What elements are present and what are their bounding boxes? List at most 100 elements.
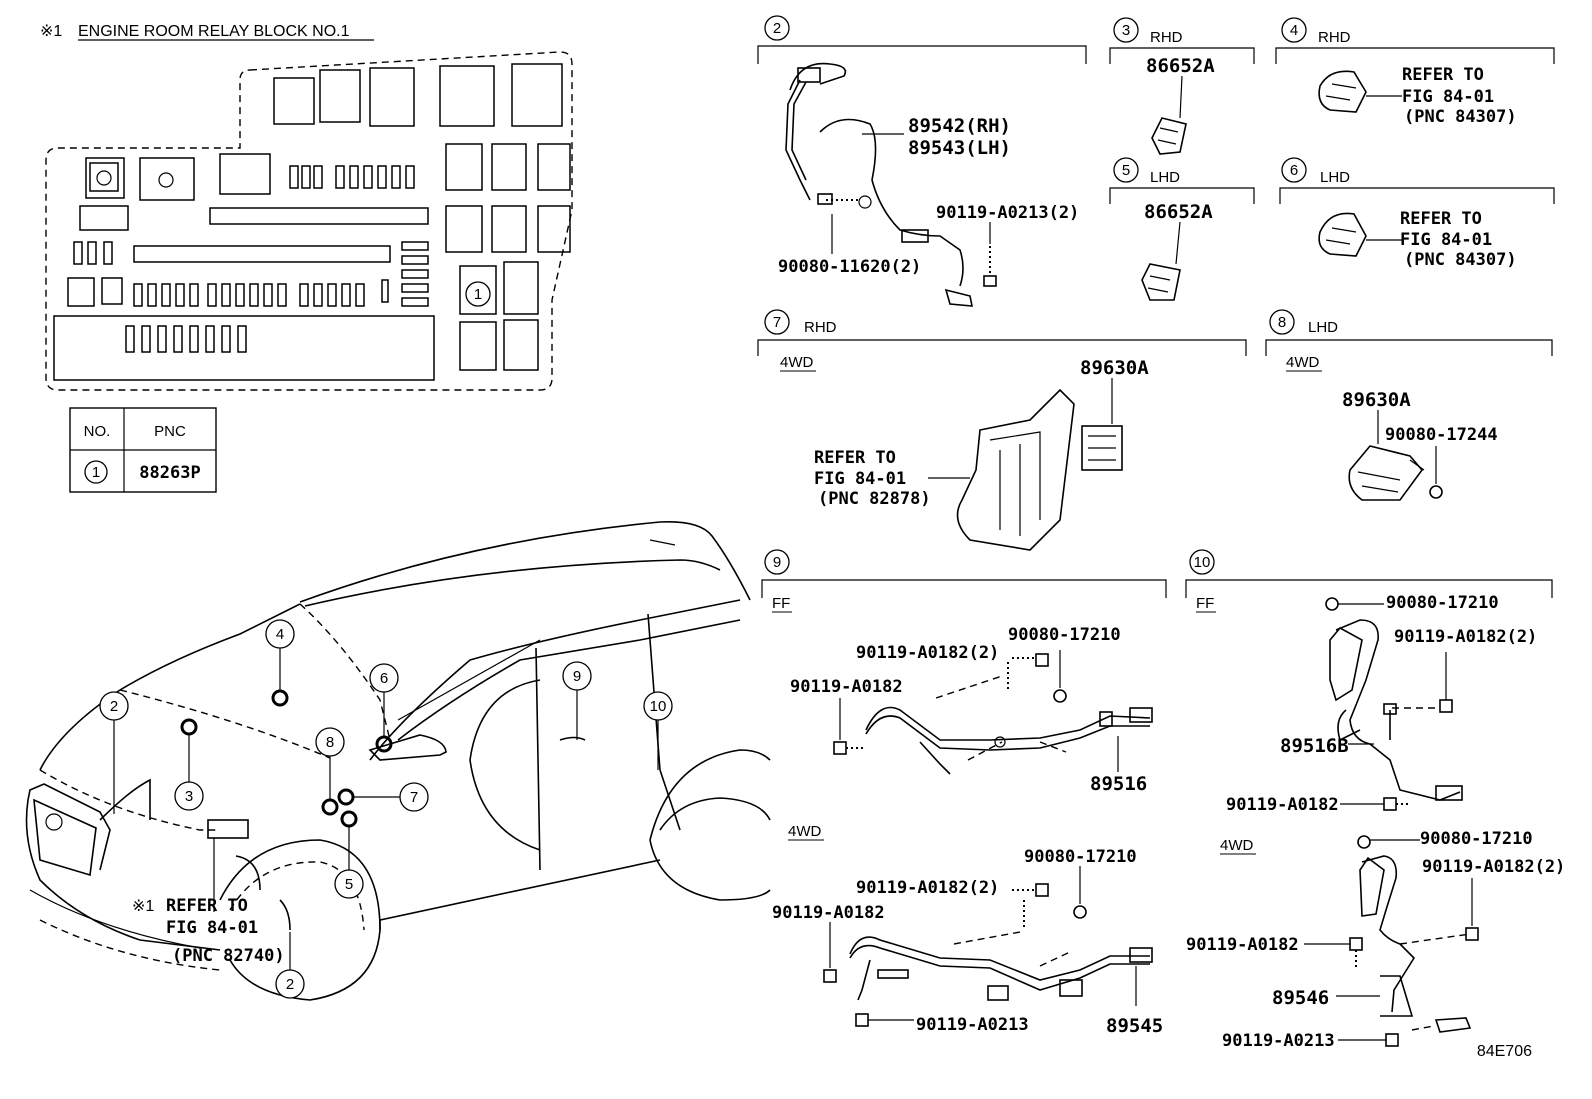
s10-ff-drive: FF [1196,595,1214,612]
section-4: 4 RHD REFER TO FIG 84-01 (PNC 84307) [1275,17,1555,127]
car-callout-7 [399,782,429,812]
s9-4wd-bolt2: 90119-A0182(2) [856,878,999,898]
s6-line1: REFER TO [1400,209,1482,229]
figure-id: 84E706 [1477,1043,1532,1060]
section-4-number: 4 [1290,22,1298,39]
relay-block-marker: ※1 [40,23,62,40]
s10-4wd-bolt2: 90119-A0182(2) [1422,857,1565,877]
s9-ff-drive: FF [772,595,790,612]
relay-block-title: ENGINE ROOM RELAY BLOCK NO.1 [78,23,350,40]
car-callout-2 [99,691,129,721]
s7-line2: FIG 84-01 [814,469,906,489]
relay-block-callout-1 [465,281,491,307]
s4-line2: FIG 84-01 [1402,87,1494,107]
s6-line3: (PNC 84307) [1404,250,1517,270]
car-callout-10-label: 10 [650,698,667,715]
section-8-drive: 4WD [1286,354,1320,371]
section-9-number: 9 [773,554,781,571]
car-callout-3-label: 3 [185,788,193,805]
s9-4wd-drive: 4WD [788,823,822,840]
s9-4wd-nut: 90080-17210 [1024,847,1137,867]
s6-line2: FIG 84-01 [1400,230,1492,250]
s7-part: 89630A [1080,357,1149,379]
car-callout-7-label: 7 [410,789,418,806]
car-callout-6-label: 6 [380,670,388,687]
s10-4wd-bolt1: 90119-A0182 [1186,935,1299,955]
table-header-pnc: PNC [154,423,186,440]
s9-4wd-part: 89545 [1106,1015,1163,1037]
car-callout-2-lower [275,969,305,999]
table-row-no: 1 [92,464,100,481]
section-3: 3 RHD 86652A [1109,17,1255,155]
s10-ff-bolt1: 90119-A0182 [1226,795,1339,815]
s10-ff-bolt2: 90119-A0182(2) [1394,627,1537,647]
section-4-condition: RHD [1318,29,1351,46]
table-row-pnc: 88263P [139,463,200,483]
relay-block-callout-label: 1 [474,286,482,303]
s10-4wd-drive: 4WD [1220,837,1254,854]
s9-ff-bolt1: 90119-A0182 [790,677,903,697]
section-2: 2 89542(RH) 89543(LH) 90119-A0213(2) 900… [757,15,1087,307]
s10-ff-nut: 90080-17210 [1386,593,1499,613]
car-callout-10 [643,691,673,721]
car-note-line1: REFER TO [166,896,248,916]
s9-ff-part: 89516 [1090,773,1147,795]
section-5: 5 LHD 86652A [1109,157,1255,301]
s9-4wd-bolt3: 90119-A0213 [916,1015,1029,1035]
s10-4wd-bolt3: 90119-A0213 [1222,1031,1335,1051]
section-6-number: 6 [1290,162,1298,179]
s8-part: 89630A [1342,389,1411,411]
s10-ff-part: 89516B [1280,735,1349,757]
car-note-marker: ※1 [132,898,154,915]
section-10: 10 FF 90080-17210 90119-A0182(2) 89516B … [1185,549,1565,1051]
car-note-line2: FIG 84-01 [166,918,258,938]
car-callout-6 [369,663,399,693]
s8-nut: 90080-17244 [1385,425,1498,445]
section-10-number: 10 [1194,554,1211,571]
car-callout-9-label: 9 [573,668,581,685]
section-5-number: 5 [1122,162,1130,179]
section-6: 6 LHD REFER TO FIG 84-01 (PNC 84307) [1279,157,1555,270]
engine-room-relay-block: 1 [45,51,573,391]
s5-part: 86652A [1144,201,1213,223]
car-callout-8-label: 8 [326,734,334,751]
s2-part-rh: 89542(RH) [908,115,1011,137]
table-header-no: NO. [84,423,111,440]
section-9: 9 FF 90080-17210 90119-A0182(2) 90119-A0… [761,549,1167,1037]
car-callout-4-label: 4 [276,626,284,643]
section-8-condition: LHD [1308,319,1338,336]
s4-line3: (PNC 84307) [1404,107,1517,127]
section-6-condition: LHD [1320,169,1350,186]
section-8-number: 8 [1278,314,1286,331]
car-callout-5 [334,869,364,899]
s3-part: 86652A [1146,55,1215,77]
car-callout-5-label: 5 [345,876,353,893]
s7-line1: REFER TO [814,448,896,468]
section-3-condition: RHD [1150,29,1183,46]
car-callout-3 [174,781,204,811]
section-2-number: 2 [773,20,781,37]
car-callout-9 [562,661,592,691]
vehicle-illustration: 2 3 4 5 6 7 8 9 10 2 ※1 REFER TO FIG 84-… [25,520,771,1001]
section-8: 8 LHD 4WD 89630A 90080-17244 [1265,309,1553,501]
s10-4wd-nut: 90080-17210 [1420,829,1533,849]
relay-pnc-table: NO. PNC 1 88263P [69,407,217,493]
section-7-condition: RHD [804,319,837,336]
s9-ff-bolt2: 90119-A0182(2) [856,643,999,663]
car-callout-4 [265,619,295,649]
section-7-drive: 4WD [780,354,814,371]
s4-line1: REFER TO [1402,65,1484,85]
s7-line3: (PNC 82878) [818,489,931,509]
s2-part-lh: 89543(LH) [908,137,1011,159]
car-callout-2-label: 2 [110,698,118,715]
s2-bolt-a: 90119-A0213(2) [936,203,1079,223]
section-3-number: 3 [1122,22,1130,39]
section-7: 7 RHD 4WD 89630A REFER TO FIG 84-01 (PNC… [757,309,1247,551]
s2-bolt-b: 90080-11620(2) [778,257,921,277]
car-note-line3: (PNC 82740) [172,946,285,966]
car-callout-2-lower-label: 2 [286,976,294,993]
section-5-condition: LHD [1150,169,1180,186]
car-callout-8 [315,727,345,757]
s9-4wd-bolt1: 90119-A0182 [772,903,885,923]
